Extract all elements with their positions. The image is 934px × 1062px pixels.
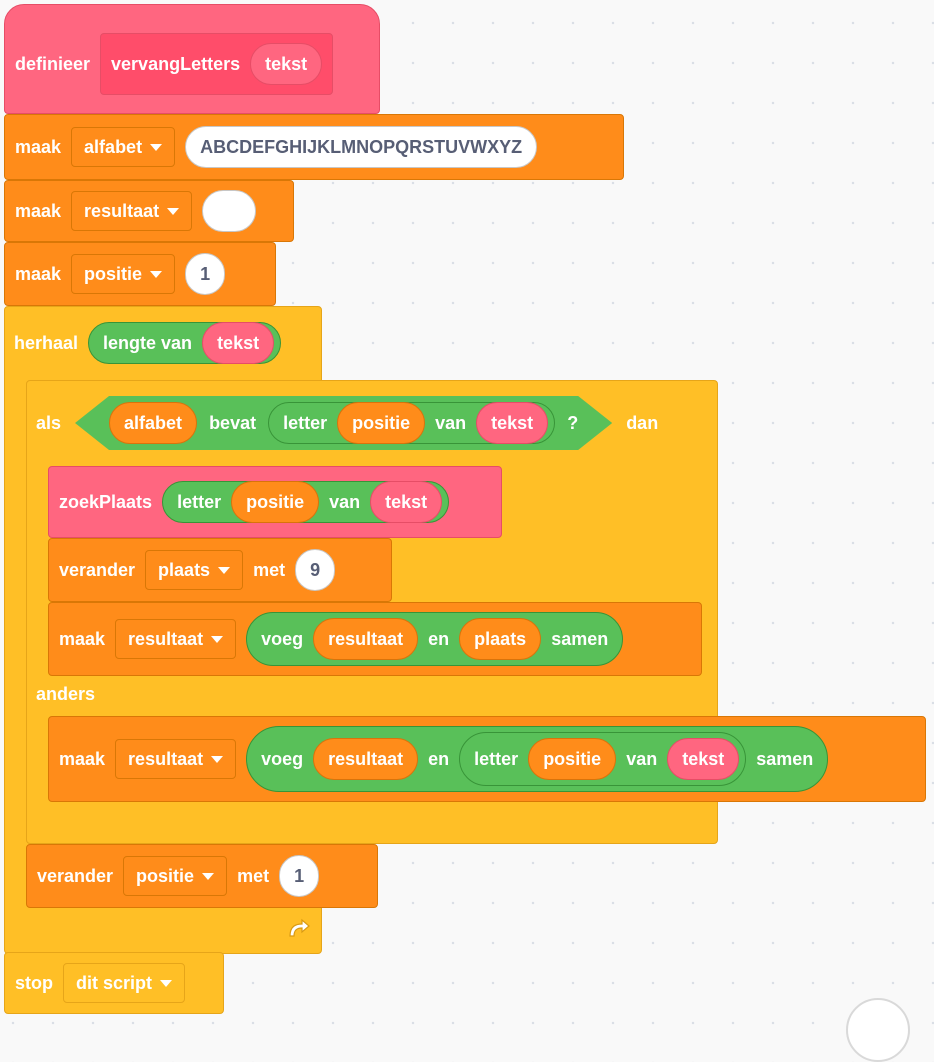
repeat-label: herhaal: [14, 332, 79, 353]
var-dropdown-positie[interactable]: positie: [123, 856, 228, 896]
zoom-button[interactable]: [846, 998, 910, 1062]
proc-call-label: zoekPlaats: [59, 491, 153, 512]
letter-label: letter: [474, 748, 519, 769]
idx-reporter-positie[interactable]: positie: [337, 402, 425, 444]
dropdown-text: resultaat: [84, 200, 160, 221]
then-label: dan: [626, 412, 659, 433]
length-arg-tekst[interactable]: tekst: [202, 322, 275, 364]
dropdown-text: alfabet: [84, 136, 143, 157]
loop-arrow-icon: [284, 916, 312, 944]
set-alfabet-block[interactable]: maak alfabet ABCDEFGHIJKLMNOPQRSTUVWXYZ: [4, 114, 624, 180]
zoekplaats-block[interactable]: zoekPlaats letter positie van tekst: [48, 466, 502, 538]
set-label: maak: [59, 748, 106, 769]
van-label: van: [329, 491, 361, 512]
by-label: met: [237, 865, 270, 886]
var-dropdown-resultaat[interactable]: resultaat: [71, 191, 193, 231]
question-mark: ?: [567, 412, 579, 433]
join-label: voeg: [261, 748, 304, 769]
idx-reporter-positie[interactable]: positie: [231, 481, 320, 523]
letter-of-reporter[interactable]: letter positie van tekst: [162, 481, 450, 523]
set-res2-block[interactable]: maak resultaat voeg resultaat en letter …: [48, 716, 926, 802]
define-label: definieer: [15, 53, 91, 74]
var-reporter-resultaat[interactable]: resultaat: [313, 618, 419, 660]
dropdown-caret-icon: [167, 207, 180, 215]
str-reporter-tekst[interactable]: tekst: [476, 402, 548, 444]
dropdown-text: resultaat: [128, 748, 204, 769]
dropdown-caret-icon: [150, 270, 163, 278]
dropdown-text: resultaat: [128, 628, 204, 649]
var-reporter-resultaat[interactable]: resultaat: [313, 738, 419, 780]
van-label: van: [626, 748, 658, 769]
length-of-reporter[interactable]: lengte van tekst: [88, 322, 282, 364]
var-dropdown-resultaat[interactable]: resultaat: [115, 739, 237, 779]
dropdown-caret-icon: [150, 143, 163, 151]
change-positie-block[interactable]: verander positie met 1: [26, 844, 378, 908]
var-dropdown-alfabet[interactable]: alfabet: [71, 127, 176, 167]
contains-label: bevat: [209, 412, 257, 433]
script-canvas[interactable]: definieer vervangLetters tekst maak alfa…: [0, 0, 934, 1024]
str-reporter-tekst[interactable]: tekst: [370, 481, 443, 523]
letter-of-reporter[interactable]: letter positie van tekst: [268, 402, 555, 444]
stop-block[interactable]: stop dit script: [4, 952, 224, 1014]
value-input-9[interactable]: 9: [295, 549, 336, 591]
set-res1-block[interactable]: maak resultaat voeg resultaat en plaats …: [48, 602, 702, 676]
join-reporter[interactable]: voeg resultaat en letter positie van tek…: [246, 726, 829, 792]
if-label: als: [36, 412, 62, 433]
letter-label: letter: [283, 412, 328, 433]
var-dropdown-positie[interactable]: positie: [71, 254, 176, 294]
van-label: van: [435, 412, 467, 433]
change-label: verander: [37, 865, 114, 886]
join-reporter[interactable]: voeg resultaat en plaats samen: [246, 612, 624, 666]
idx-reporter-positie[interactable]: positie: [528, 738, 617, 780]
var-reporter-plaats[interactable]: plaats: [459, 618, 542, 660]
dropdown-caret-icon: [202, 872, 215, 880]
set-positie-block[interactable]: maak positie 1: [4, 242, 276, 306]
and-label: en: [428, 748, 450, 769]
value-input-1[interactable]: 1: [279, 855, 320, 897]
stop-option-dropdown[interactable]: dit script: [63, 963, 186, 1003]
letter-label: letter: [177, 491, 222, 512]
var-dropdown-resultaat[interactable]: resultaat: [115, 619, 237, 659]
set-label: maak: [15, 136, 62, 157]
value-input-empty[interactable]: [202, 190, 257, 232]
dropdown-text: positie: [136, 865, 195, 886]
join-label: voeg: [261, 628, 304, 649]
dropdown-caret-icon: [218, 566, 231, 574]
set-resultaat-block[interactable]: maak resultaat: [4, 180, 294, 242]
change-label: verander: [59, 559, 136, 580]
length-label: lengte van: [103, 332, 193, 353]
by-label: met: [253, 559, 286, 580]
dropdown-text: plaats: [158, 559, 211, 580]
dropdown-caret-icon: [211, 755, 224, 763]
change-plaats-block[interactable]: verander plaats met 9: [48, 538, 392, 602]
letter-of-reporter[interactable]: letter positie van tekst: [459, 732, 747, 786]
dropdown-text: positie: [84, 263, 143, 284]
param-tekst[interactable]: tekst: [250, 43, 323, 85]
define-proc-name: vervangLetters: [111, 53, 241, 74]
str-reporter-tekst[interactable]: tekst: [667, 738, 740, 780]
together-label: samen: [756, 748, 814, 769]
dropdown-text: dit script: [76, 972, 153, 993]
set-label: maak: [59, 628, 106, 649]
stop-label: stop: [15, 972, 53, 993]
var-dropdown-plaats[interactable]: plaats: [145, 550, 244, 590]
value-input-alphabet[interactable]: ABCDEFGHIJKLMNOPQRSTUVWXYZ: [185, 126, 538, 168]
define-prototype[interactable]: vervangLetters tekst: [100, 33, 334, 95]
set-label: maak: [15, 200, 62, 221]
together-label: samen: [551, 628, 609, 649]
and-label: en: [428, 628, 450, 649]
else-label: anders: [36, 684, 96, 704]
dropdown-caret-icon: [160, 979, 173, 987]
value-input-1[interactable]: 1: [185, 253, 226, 295]
list-reporter-alfabet[interactable]: alfabet: [109, 402, 197, 444]
define-block[interactable]: definieer vervangLetters tekst: [4, 4, 380, 114]
dropdown-caret-icon: [211, 635, 224, 643]
contains-condition[interactable]: alfabet bevat letter positie van tekst ?: [75, 396, 612, 450]
set-label: maak: [15, 263, 62, 284]
